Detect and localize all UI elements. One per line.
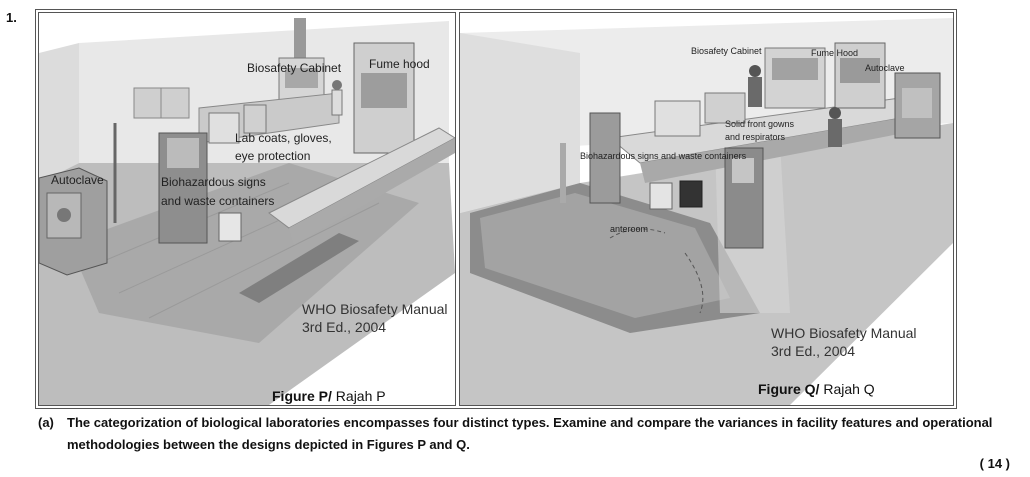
label-solid-front-line1: Solid front gowns [725, 119, 795, 129]
question-text: The categorization of biological laborat… [67, 415, 993, 452]
figure-p-panel: Biosafety Cabinet Fume hood Lab coats, g… [38, 12, 456, 406]
figure-q-illustration [460, 18, 953, 405]
figure-q-credit: WHO Biosafety Manual 3rd Ed., 2004 [771, 324, 917, 360]
figure-q-panel: Biosafety Cabinet Fume Hood Autoclave So… [459, 12, 954, 406]
label-solid-front-line2: and respirators [725, 132, 786, 142]
credit-line-1: WHO Biosafety Manual [302, 301, 448, 317]
label-autoclave: Autoclave [865, 63, 905, 73]
credit-line-1: WHO Biosafety Manual [771, 325, 917, 341]
label-autoclave: Autoclave [51, 173, 104, 187]
label-biosafety-cabinet: Biosafety Cabinet [247, 61, 342, 75]
part-label: (a) [38, 415, 54, 430]
label-biohazard: Biohazardous signs and waste containers [580, 151, 747, 161]
caption-bold: Figure Q/ [758, 381, 820, 397]
label-lab-coats-line2: eye protection [235, 149, 311, 163]
label-biosafety-cabinet: Biosafety Cabinet [691, 46, 762, 56]
credit-line-2: 3rd Ed., 2004 [771, 343, 856, 359]
figure-p-caption: Figure P/ Rajah P [272, 388, 386, 404]
figure-q-caption: Figure Q/ Rajah Q [758, 381, 875, 397]
label-fume-hood: Fume hood [369, 57, 430, 71]
credit-line-2: 3rd Ed., 2004 [302, 319, 387, 335]
figure-p-illustration [39, 18, 455, 405]
label-biohazard-line1: Biohazardous signs [161, 175, 266, 189]
figure-p-credit: WHO Biosafety Manual 3rd Ed., 2004 [302, 300, 448, 336]
figure-frame: Biosafety Cabinet Fume hood Lab coats, g… [35, 9, 957, 409]
label-fume-hood: Fume Hood [811, 48, 859, 58]
marks-allocation: ( 14 ) [979, 456, 1010, 471]
question-number: 1. [6, 10, 17, 25]
caption-bold: Figure P/ [272, 388, 332, 404]
label-anteroom: anteroom [610, 224, 649, 234]
caption-rest: Rajah Q [819, 381, 875, 397]
label-biohazard-line2: and waste containers [161, 194, 275, 208]
label-lab-coats-line1: Lab coats, gloves, [235, 131, 332, 145]
caption-rest: Rajah P [331, 388, 386, 404]
